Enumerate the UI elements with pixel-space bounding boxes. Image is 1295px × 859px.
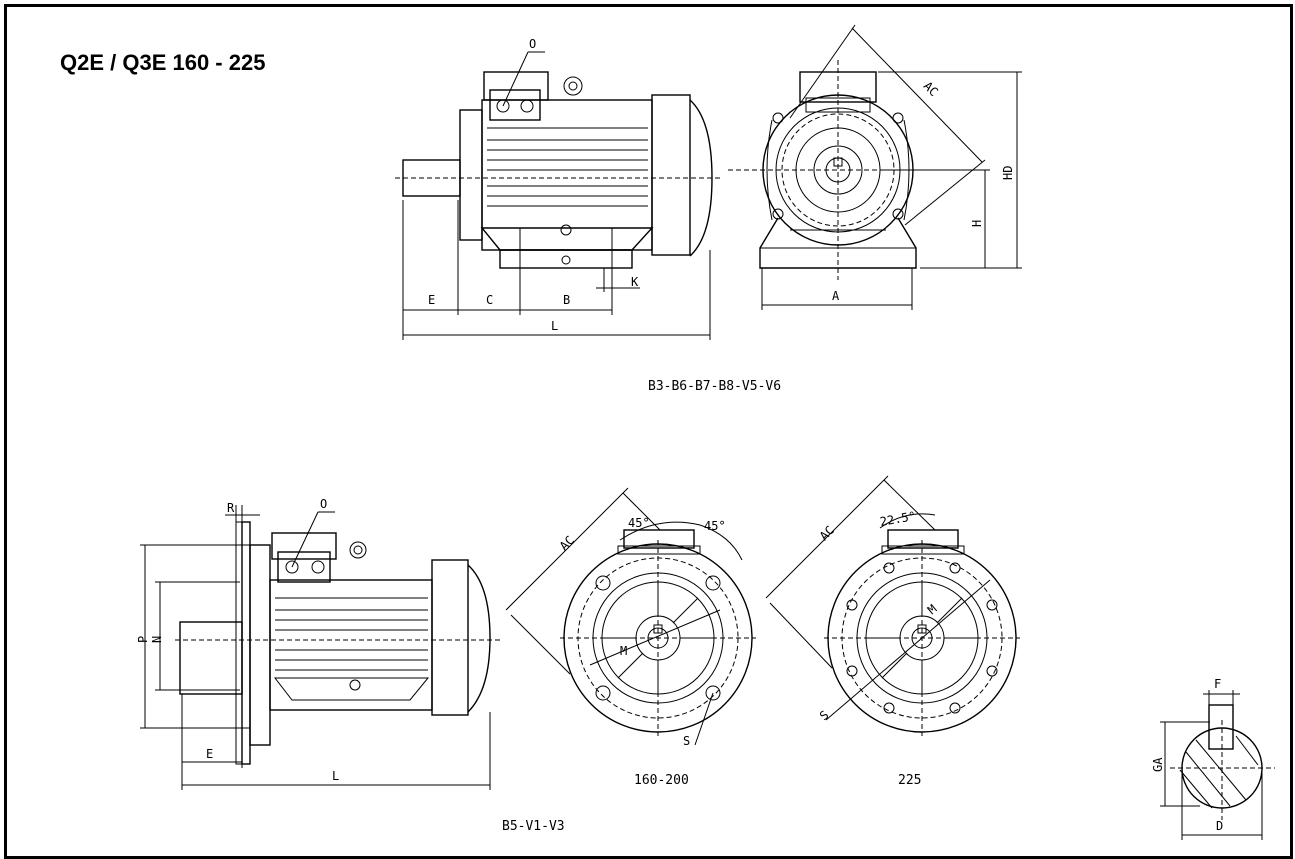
- dim-label-E-bottom: E: [206, 747, 213, 761]
- dim-label-AC-160: AC: [557, 533, 577, 553]
- side-view-flange-mounted: [140, 505, 500, 790]
- dim-label-S-225: S: [817, 708, 832, 723]
- drawing-frame: [4, 4, 1293, 859]
- drawing-title: Q2E / Q3E 160 - 225: [60, 50, 266, 75]
- dim-label-D: D: [1216, 819, 1223, 833]
- side-view-foot-mounted: [395, 51, 720, 340]
- caption-size-225: 225: [898, 773, 921, 788]
- dim-label-45-right: 45°: [704, 519, 726, 533]
- dim-label-AC-225: AC: [817, 523, 837, 543]
- caption-bottom-mounting: B5-V1-V3: [502, 819, 565, 834]
- dim-label-M-225: M: [925, 602, 940, 617]
- dim-label-AC-top: AC: [921, 79, 941, 99]
- dim-label-GA: GA: [1151, 757, 1165, 772]
- end-view-flange-160-200: [505, 487, 756, 746]
- dim-label-A: A: [832, 289, 840, 303]
- dim-label-K: K: [631, 275, 639, 289]
- dim-label-P: P: [136, 636, 150, 643]
- dim-label-22-5: 22.5°: [879, 509, 917, 529]
- dim-label-H: H: [970, 220, 984, 227]
- dim-label-L-bottom: L: [332, 769, 339, 783]
- end-view-foot-mounted: [728, 24, 1022, 310]
- dim-label-45-left: 45°: [628, 516, 650, 530]
- dim-label-O-bottom: O: [320, 497, 327, 511]
- dim-label-F: F: [1214, 677, 1221, 691]
- caption-size-160-200: 160-200: [634, 773, 689, 788]
- dim-label-B: B: [563, 293, 570, 307]
- dim-label-S-160: S: [683, 734, 690, 748]
- dim-label-M-160: M: [620, 644, 627, 658]
- dim-label-E: E: [428, 293, 435, 307]
- caption-top-mounting: B3-B6-B7-B8-V5-V6: [648, 379, 781, 394]
- dim-label-L-top: L: [551, 319, 558, 333]
- end-view-flange-225: [765, 475, 1020, 736]
- dim-label-R: R: [227, 501, 235, 515]
- dim-label-C: C: [486, 293, 493, 307]
- dim-label-HD: HD: [1001, 166, 1015, 180]
- shaft-key-section: [1160, 690, 1275, 840]
- dim-label-O-top: O: [529, 37, 536, 51]
- dim-label-N: N: [150, 636, 164, 643]
